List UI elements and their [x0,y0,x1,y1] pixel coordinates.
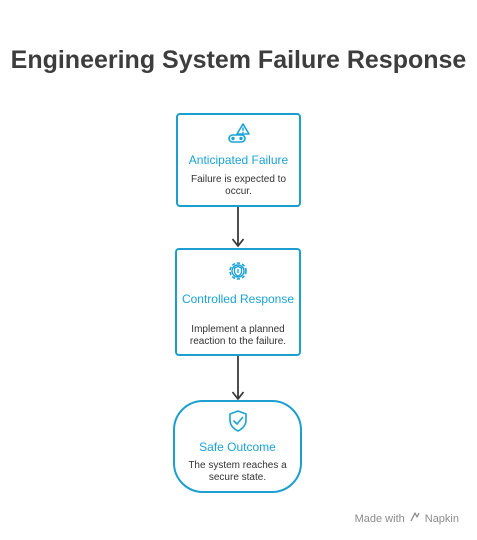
watermark-prefix: Made with [354,512,405,525]
diagram-title: Engineering System Failure Response [10,46,467,74]
node-title: Anticipated Failure [188,153,289,167]
node-controlled-response: Controlled Response Implement a planned … [175,248,301,356]
warning-robot-icon [225,122,253,149]
watermark-brand: Napkin [424,512,459,525]
shield-check-icon [226,409,250,438]
napkin-watermark: Made with Napkin [355,511,459,526]
arrow-down [231,356,245,400]
shield-gear-icon [225,259,251,288]
node-title: Safe Outcome [199,440,276,454]
napkin-logo-icon [409,511,421,526]
node-safe-outcome: Safe Outcome The system reaches a secure… [173,400,302,493]
node-description: Failure is expected to occur. [190,174,287,197]
node-description: Implement a planned reaction to the fail… [189,324,287,347]
node-anticipated-failure: Anticipated Failure Failure is expected … [176,113,301,207]
node-description: The system reaches a secure state. [188,460,287,483]
node-title: Controlled Response [181,292,295,306]
arrow-down [231,207,245,247]
